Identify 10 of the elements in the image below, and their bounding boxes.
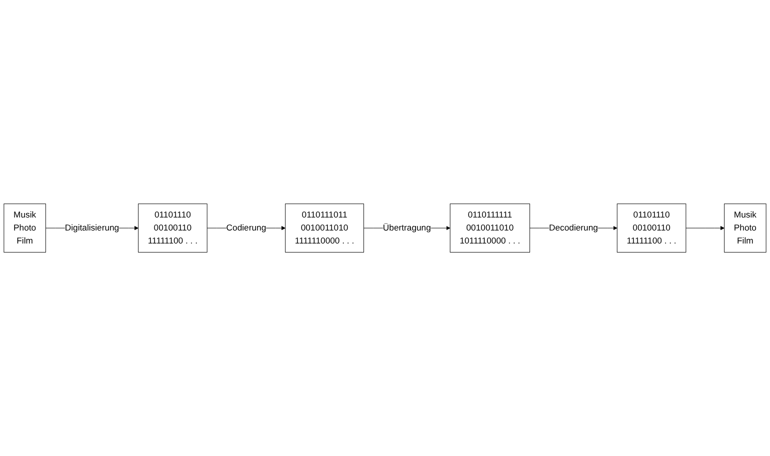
- node-box: 01101110 00100110 11111100 . . .: [138, 204, 208, 252]
- node-box: 0110111111 0010011010 1011110000 . . .: [450, 204, 530, 252]
- edge-label: Übertragung: [382, 222, 431, 233]
- edge-label: Decodierung: [548, 222, 598, 233]
- node-box: Musik Photo Film: [4, 204, 46, 252]
- node-box: 01101110 00100110 11111100 . . .: [616, 204, 686, 252]
- edge-label: Digitalisierung: [64, 222, 120, 233]
- edge-label: Codierung: [226, 222, 266, 233]
- node-box: 0110111011 0010011010 1111110000 . . .: [285, 204, 364, 252]
- node-box: Musik Photo Film: [724, 204, 766, 252]
